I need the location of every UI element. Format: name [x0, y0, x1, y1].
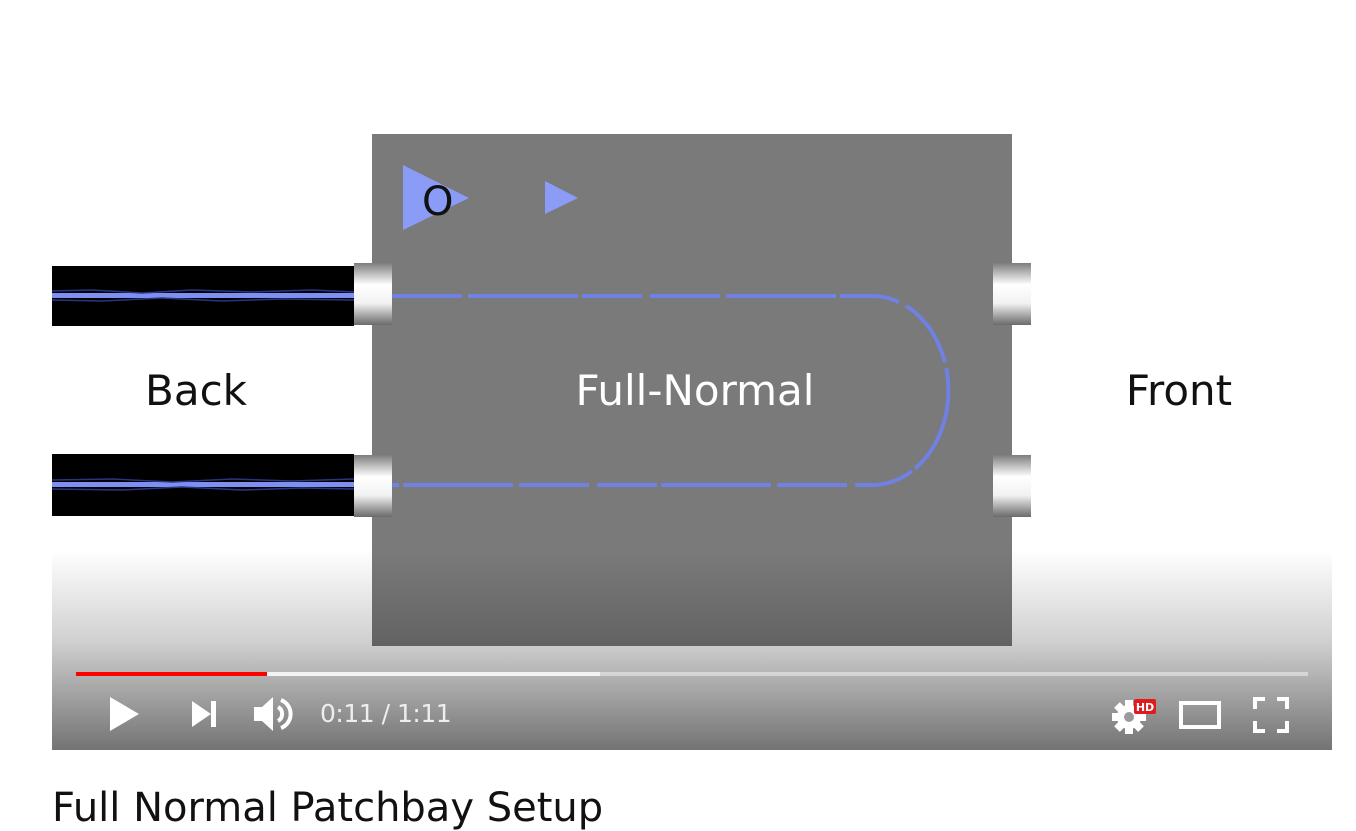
settings-button[interactable]: HD: [1106, 694, 1158, 736]
marker-triangle-large: [403, 165, 469, 230]
marker-triangle-small: [545, 181, 578, 214]
theater-mode-button[interactable]: [1176, 696, 1224, 734]
progress-buffered: [76, 672, 600, 676]
fullscreen-icon: [1253, 697, 1289, 733]
hd-badge: HD: [1136, 701, 1154, 714]
marker-letter: O: [422, 179, 453, 225]
progress-track: [76, 672, 1308, 676]
time-separator: /: [381, 699, 390, 728]
video-title: Full Normal Patchbay Setup: [52, 785, 604, 831]
front-label: Front: [1126, 366, 1232, 415]
jack-back-bottom[interactable]: [354, 455, 392, 517]
jack-front-top[interactable]: [993, 263, 1031, 325]
theater-mode-icon: [1179, 701, 1221, 729]
box-label: Full-Normal: [576, 366, 815, 415]
time-display: 0:11 / 1:11: [320, 697, 452, 731]
jack-back-top[interactable]: [354, 263, 392, 325]
volume-icon: [254, 697, 293, 731]
next-icon: [192, 701, 216, 727]
normal-signal-path: [392, 294, 951, 487]
back-cable-bottom: [52, 454, 355, 516]
fullscreen-button[interactable]: [1250, 694, 1292, 736]
video-frame[interactable]: O Full-Normal Back Front: [52, 0, 1332, 750]
back-cable-top: [52, 266, 355, 326]
progress-played: [76, 672, 267, 676]
volume-button[interactable]: [250, 692, 296, 736]
jack-front-bottom[interactable]: [993, 455, 1031, 517]
play-button[interactable]: [102, 694, 146, 734]
duration: 1:11: [396, 699, 452, 728]
progress-bar[interactable]: [76, 671, 1308, 677]
current-time: 0:11: [320, 699, 375, 728]
play-icon: [110, 697, 139, 731]
next-button[interactable]: [182, 696, 226, 732]
settings-icon: HD: [1112, 699, 1156, 734]
back-label: Back: [145, 366, 248, 415]
video-player[interactable]: O Full-Normal Back Front 0:11 / 1:11: [52, 0, 1332, 750]
